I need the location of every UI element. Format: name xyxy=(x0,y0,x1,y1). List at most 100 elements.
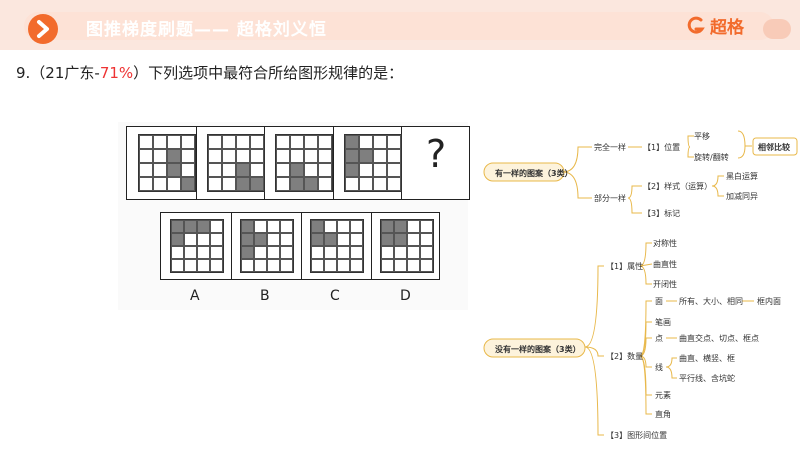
grid-cell xyxy=(407,259,420,272)
grid-cell xyxy=(318,163,332,177)
grid-cell xyxy=(221,135,236,149)
grid-cell xyxy=(386,163,401,177)
mm-b2-child2: 【3】标记 xyxy=(643,208,680,218)
grid-cell xyxy=(386,149,401,163)
mm-bihua: 笔画 xyxy=(655,317,671,327)
grid-cell-filled xyxy=(344,163,359,177)
grid-cell xyxy=(139,135,153,149)
grid-cell xyxy=(358,177,373,191)
option-a-label[interactable]: A xyxy=(190,288,200,304)
grid-cell xyxy=(394,259,407,272)
grid-cell xyxy=(350,233,363,246)
mm-b1: 完全一样 xyxy=(594,142,626,152)
grid-cell-filled xyxy=(241,233,254,246)
option-b-figure xyxy=(240,219,294,273)
grid-cell xyxy=(167,135,181,149)
mm-xian: 线 xyxy=(655,362,663,372)
mm-zhijiao: 直角 xyxy=(655,409,671,419)
grid-cell xyxy=(153,135,167,149)
grid-cell xyxy=(311,246,324,259)
question-mark: ? xyxy=(426,132,447,176)
grid-cell xyxy=(280,220,293,233)
grid-cell xyxy=(197,233,210,246)
grid-cell-filled xyxy=(171,220,184,233)
grid-cell xyxy=(290,149,304,163)
grid-cell xyxy=(350,220,363,233)
grid-cell xyxy=(167,177,181,191)
grid-cell xyxy=(276,135,290,149)
grid-cell xyxy=(210,233,223,246)
question-text: 9.（21广东-71%）下列选项中最符合所给图形规律的是： xyxy=(16,62,403,83)
grid-cell xyxy=(254,259,267,272)
grid-cell xyxy=(267,259,280,272)
grid-cell xyxy=(207,135,222,149)
grid-cell xyxy=(337,246,350,259)
grid-cell xyxy=(358,163,373,177)
header-title-bar xyxy=(24,12,774,40)
grid-cell xyxy=(221,149,236,163)
mm-attr: 【1】属性 xyxy=(606,261,643,271)
grid-cell xyxy=(276,177,290,191)
chaoge-logo-icon xyxy=(687,16,705,34)
grid-cell xyxy=(207,163,222,177)
grid-cell-filled xyxy=(184,220,197,233)
brand-logo-text: 超格 xyxy=(710,17,744,38)
grid-cell xyxy=(184,233,197,246)
grid-cell xyxy=(280,246,293,259)
grid-cell-filled xyxy=(235,177,250,191)
grid-cell xyxy=(324,246,337,259)
grid-cell-filled xyxy=(381,220,394,233)
grid-cell-filled xyxy=(167,163,181,177)
grid-cell xyxy=(304,135,318,149)
grid-cell xyxy=(420,259,433,272)
option-d-label[interactable]: D xyxy=(400,288,411,304)
mm-xian-d1: 曲直、横竖、框 xyxy=(679,353,735,363)
grid-cell-filled xyxy=(235,163,250,177)
grid-cell xyxy=(197,246,210,259)
grid-cell-filled xyxy=(254,233,267,246)
grid-cell xyxy=(372,163,387,177)
grid-cell xyxy=(171,246,184,259)
grid-cell xyxy=(350,259,363,272)
grid-cell xyxy=(235,149,250,163)
question-percent: 71% xyxy=(99,64,134,82)
sequence-figure-3 xyxy=(275,134,333,192)
grid-cell xyxy=(221,163,236,177)
grid-cell xyxy=(221,177,236,191)
grid-cell xyxy=(324,259,337,272)
grid-cell xyxy=(207,149,222,163)
mm-b2-child1: 【2】样式（运算） xyxy=(643,181,712,191)
grid-cell xyxy=(372,135,387,149)
option-b-label[interactable]: B xyxy=(260,288,270,304)
grid-cell xyxy=(249,163,264,177)
grid-cell xyxy=(280,259,293,272)
grid-cell xyxy=(171,259,184,272)
grid-cell-filled xyxy=(249,177,264,191)
sequence-divider xyxy=(264,127,265,199)
grid-cell-filled xyxy=(290,163,304,177)
grid-cell xyxy=(386,177,401,191)
grid-cell xyxy=(318,177,332,191)
grid-cell xyxy=(181,149,195,163)
grid-cell xyxy=(210,246,223,259)
mm-root-2: 没有一样的图案（3类） xyxy=(495,344,581,354)
grid-cell-filled xyxy=(311,233,324,246)
option-d-figure xyxy=(380,219,434,273)
mm-dian: 点 xyxy=(655,334,663,343)
grid-cell xyxy=(304,163,318,177)
grid-cell xyxy=(290,135,304,149)
next-arrow-button[interactable] xyxy=(28,14,58,44)
grid-cell xyxy=(344,177,359,191)
grid-cell xyxy=(407,233,420,246)
mm-mian-extra: 框内面 xyxy=(757,296,781,306)
question-prefix: 9.（21广东- xyxy=(16,64,100,82)
grid-cell xyxy=(337,233,350,246)
grid-cell xyxy=(267,233,280,246)
grid-cell xyxy=(197,259,210,272)
sequence-divider xyxy=(332,127,334,199)
option-c-label[interactable]: C xyxy=(330,288,340,304)
grid-cell xyxy=(153,177,167,191)
puzzle-panel: ? A B C D xyxy=(118,122,470,310)
mm-attr2: 曲直性 xyxy=(653,259,677,269)
grid-cell xyxy=(311,259,324,272)
